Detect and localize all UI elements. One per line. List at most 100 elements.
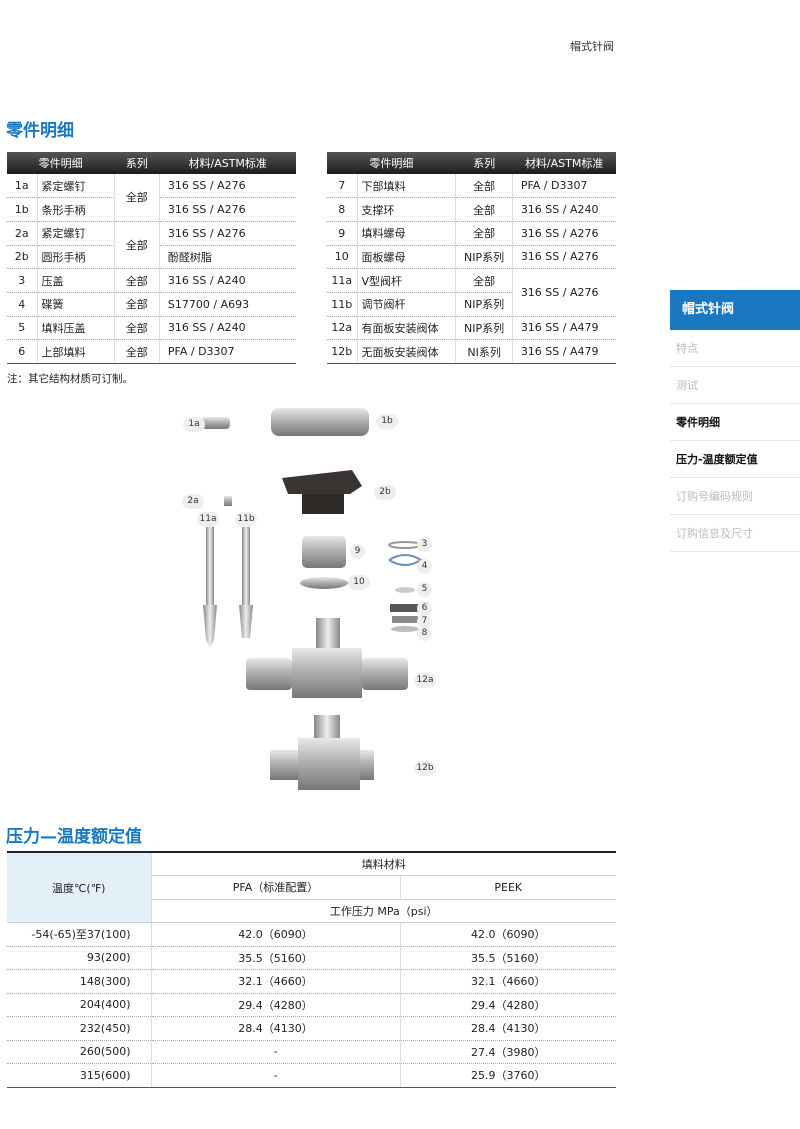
nav-item-active[interactable]: 帽式针阀	[670, 290, 800, 330]
part-name: 条形手柄	[37, 197, 115, 222]
table-row: 6 上部填料 全部 PFA / D3307	[7, 339, 296, 364]
nav-item-ordering-code[interactable]: 订购号编码规则	[670, 478, 800, 515]
part-number: 11b	[327, 292, 358, 317]
part-material: 316 SS / A240	[159, 268, 296, 293]
table-row: 8 支撑环 全部 316 SS / A240	[327, 197, 616, 222]
table-row: 148(300) 32.1（4660） 32.1（4660）	[7, 969, 616, 994]
peek-cell: 25.9（3760）	[400, 1063, 616, 1088]
v-stem-tip	[203, 605, 217, 648]
part-series: NI系列	[455, 339, 513, 364]
part-name: 上部填料	[37, 339, 115, 364]
set-screw-2a-part	[224, 496, 232, 506]
panel-nut-part	[300, 577, 348, 589]
body-12b-part	[298, 738, 360, 790]
part-material: 316 SS / A276	[159, 221, 296, 246]
part-name: 面板螺母	[357, 245, 457, 270]
nav-item-parts[interactable]: 零件明细	[670, 404, 800, 441]
bar-handle-part	[271, 408, 369, 436]
part-material: 316 SS / A240	[159, 316, 296, 341]
part-name: 紧定螺钉	[37, 221, 115, 246]
pfa-cell: 35.5（5160）	[151, 946, 401, 970]
part-series: 全部	[114, 339, 160, 364]
table-row: 93(200) 35.5（5160） 35.5（5160）	[7, 946, 616, 970]
pressure-temperature-table: 温度℃(℉) 填料材料 PFA（标准配置） PEEK 工作压力 MPa（psi）…	[7, 851, 616, 1088]
callout-12a: 12a	[414, 673, 436, 688]
peek-cell: 28.4（4130）	[400, 1016, 616, 1041]
temperature-header: 温度℃(℉)	[7, 851, 152, 923]
part-number: 2b	[7, 245, 38, 270]
part-name: 填料压盖	[37, 316, 115, 341]
temperature-cell: 93(200)	[7, 946, 152, 970]
part-series: 全部	[114, 292, 160, 317]
peek-cell: 35.5（5160）	[400, 946, 616, 970]
header-material: 材料/ASTM标准	[159, 152, 296, 174]
table-row: 232(450) 28.4（4130） 28.4（4130）	[7, 1016, 616, 1041]
table-row: 3 压盖 全部 316 SS / A240	[7, 268, 296, 293]
part-name: 无面板安装阀体	[357, 339, 457, 364]
table-row: 1a 紧定螺钉 全部 316 SS / A276	[7, 174, 296, 222]
part-material: PFA / D3307	[512, 174, 616, 199]
parts-note: 注：其它结构材质可订制。	[7, 373, 133, 385]
callout-12b: 12b	[414, 761, 436, 776]
callout-9: 9	[350, 544, 365, 559]
part-number: 12a	[327, 316, 358, 341]
table-row: 12b 无面板安装阀体 NI系列 316 SS / A479	[327, 339, 616, 364]
callout-2b: 2b	[374, 485, 396, 500]
nav-item-ordering-info[interactable]: 订购信息及尺寸	[670, 515, 800, 552]
table-row: 10 面板螺母 NIP系列 316 SS / A276	[327, 245, 616, 270]
nav-item-pressure-temperature[interactable]: 压力-温度额定值	[670, 441, 800, 478]
pressure-temperature-title: 压力—温度额定值	[6, 827, 142, 847]
nav-item-features[interactable]: 特点	[670, 330, 800, 367]
body-12a-right-fitting	[362, 658, 408, 690]
table-header-row: 温度℃(℉) 填料材料	[7, 851, 616, 923]
part-number: 7	[327, 174, 358, 199]
part-name: 调节阀杆	[357, 292, 457, 317]
nav-item-testing[interactable]: 测试	[670, 367, 800, 404]
part-series: 全部	[455, 197, 513, 222]
part-material: 316 SS / A479	[512, 339, 616, 364]
part-material: 酚醛树脂	[159, 245, 296, 270]
callout-1a: 1a	[183, 417, 205, 432]
pfa-cell: -	[151, 1063, 401, 1088]
part-material: 316 SS / A276	[512, 221, 616, 246]
peek-cell: 29.4（4280）	[400, 993, 616, 1017]
packing-nut-part	[302, 536, 346, 568]
temperature-cell: 315(600)	[7, 1063, 152, 1088]
peek-cell: 27.4（3980）	[400, 1040, 616, 1064]
upper-packing-part	[390, 604, 420, 612]
part-material: 316 SS / A479	[512, 316, 616, 341]
part-material: 316 SS / A276	[159, 174, 296, 199]
part-material: S17700 / A693	[159, 292, 296, 317]
part-number: 11a	[327, 268, 358, 293]
header-part: 零件明细	[327, 152, 456, 174]
parts-table-left: 零件明细 系列 材料/ASTM标准 1a 紧定螺钉 全部 316 SS / A2…	[7, 152, 296, 364]
pfa-cell: 32.1（4660）	[151, 969, 401, 994]
set-screw-1a-part	[202, 417, 230, 429]
part-series: NIP系列	[455, 245, 513, 270]
table-header-row: PFA（标准配置） PEEK	[7, 875, 616, 900]
table-row: 12a 有面板安装阀体 NIP系列 316 SS / A479	[327, 316, 616, 341]
part-series: NIP系列	[455, 316, 513, 341]
pfa-cell: 29.4（4280）	[151, 993, 401, 1017]
round-handle-base	[302, 494, 344, 514]
part-material: PFA / D3307	[159, 339, 296, 364]
header-series: 系列	[114, 152, 160, 174]
part-material: 316 SS / A276	[512, 245, 616, 270]
body-12a-left-fitting	[246, 658, 292, 690]
temperature-cell: 232(450)	[7, 1016, 152, 1041]
table-row: 2a 紧定螺钉 全部 316 SS / A276	[7, 221, 296, 270]
part-series: 全部	[114, 268, 160, 293]
part-series: NIP系列	[455, 292, 513, 317]
table-header-row: 工作压力 MPa（psi）	[7, 899, 616, 923]
body-12a-part	[292, 648, 362, 698]
part-name: 下部填料	[357, 174, 457, 199]
part-number: 4	[7, 292, 38, 317]
part-material: 316 SS / A276	[159, 197, 296, 222]
table-row: 4 碟簧 全部 S17700 / A693	[7, 292, 296, 317]
part-series: 全部	[455, 268, 513, 293]
table-row: 11a V型阀杆 全部 316 SS / A276	[327, 268, 616, 317]
regulating-stem-tip	[239, 605, 253, 638]
disc-spring-part	[388, 554, 423, 566]
table-row: 315(600) - 25.9（3760）	[7, 1063, 616, 1088]
callout-2a: 2a	[182, 494, 204, 509]
